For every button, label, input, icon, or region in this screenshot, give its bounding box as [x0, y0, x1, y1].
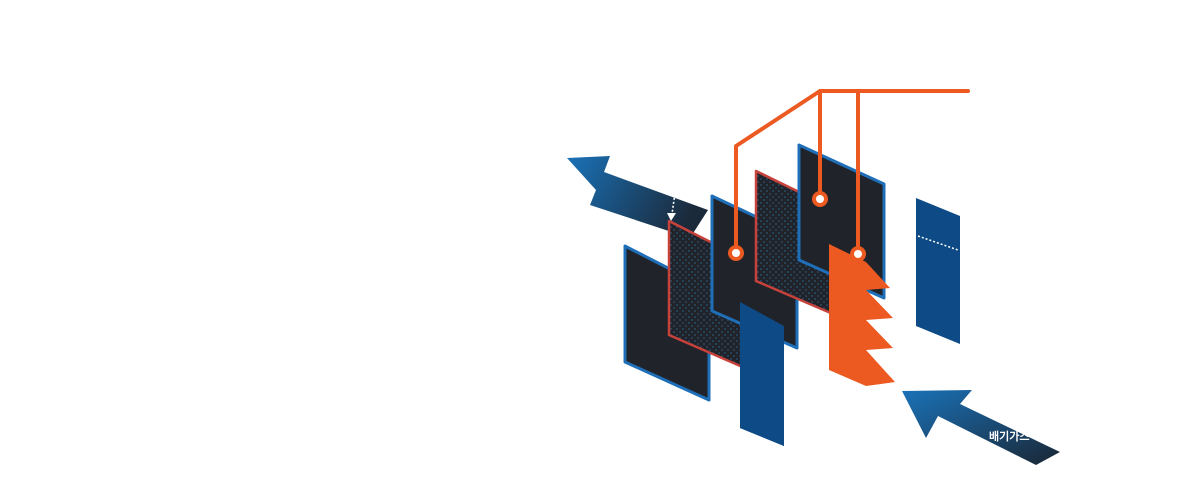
blue-bar-right	[916, 198, 960, 344]
connector-node-2	[812, 191, 828, 207]
exhaust-gas-label: 배기가스	[989, 429, 1029, 443]
connector-node-1	[728, 245, 744, 261]
exhaust-gas-arrow: 배기가스	[902, 390, 1060, 465]
outflow-arrow	[567, 156, 708, 238]
orange-wires	[734, 89, 970, 256]
connector-node-3	[850, 246, 866, 262]
heater-element	[829, 244, 895, 386]
blue-bar-front-overlay	[740, 302, 784, 446]
flow-indicator-dashed	[667, 185, 677, 221]
